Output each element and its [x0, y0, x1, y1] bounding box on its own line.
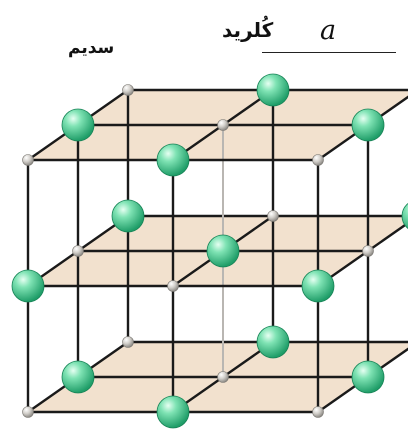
- edge-j: [366, 221, 408, 253]
- sodium-ion: [72, 245, 84, 257]
- chloride-ion: [61, 360, 95, 394]
- sodium-ion: [22, 154, 34, 166]
- sodium-ion: [362, 245, 374, 257]
- chloride-ion: [61, 108, 95, 142]
- chloride-ion: [111, 199, 145, 233]
- chloride-ion: [156, 143, 190, 177]
- sodium-ion: [167, 280, 179, 292]
- chloride-ion: [206, 234, 240, 268]
- chloride-ion: [11, 269, 45, 303]
- sodium-ion: [122, 84, 134, 96]
- ions: [11, 73, 408, 429]
- chloride-ion: [256, 73, 290, 107]
- lattice-constant-line: [262, 52, 396, 53]
- front-edges: [26, 158, 320, 414]
- sodium-ion: [217, 119, 229, 131]
- chloride-ion: [256, 325, 290, 359]
- chloride-ion: [351, 360, 385, 394]
- sodium-ion: [312, 154, 324, 166]
- sodium-ion: [122, 336, 134, 348]
- sodium-ion: [267, 210, 279, 222]
- chloride-ion: [156, 395, 190, 429]
- sodium-ion: [22, 406, 34, 418]
- chloride-ion: [401, 203, 408, 229]
- chloride-ion: [301, 269, 335, 303]
- sodium-label: سدیم: [68, 38, 115, 58]
- chloride-label: کُلرید: [222, 18, 274, 42]
- chloride-ion: [351, 108, 385, 142]
- sodium-ion: [312, 406, 324, 418]
- lattice-constant-label: a: [320, 15, 337, 46]
- sodium-ion: [217, 371, 229, 383]
